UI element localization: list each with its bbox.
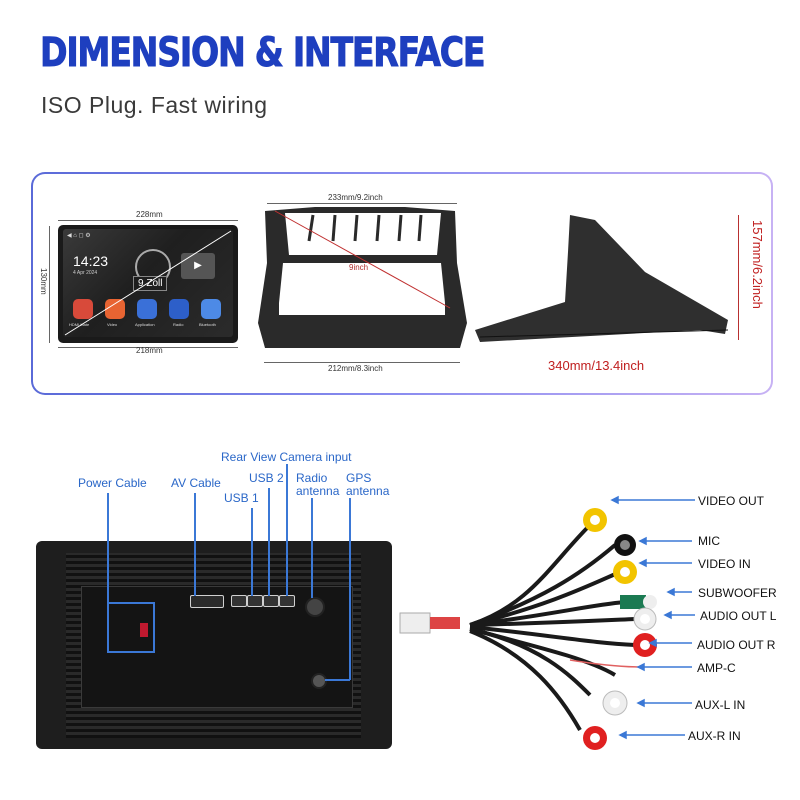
head-unit-screen: ◀ ⌂ ◻ ⚙ 14:23 4 Apr 2024 ▶ 9 Zoll HDMI M… — [58, 225, 238, 343]
usb1-label: USB 1 — [224, 491, 259, 505]
unit-width-top-label: 228mm — [136, 210, 163, 219]
usb2-port[interactable] — [263, 595, 279, 607]
rear-camera-label: Rear View Camera input — [221, 450, 352, 464]
clock-time: 14:23 — [73, 253, 109, 269]
cable-arrows — [610, 495, 695, 740]
unit-height-label: 130mm — [39, 268, 48, 295]
app-icon-bluetooth — [201, 299, 221, 319]
side-height-label: 157mm/6.2inch — [750, 220, 765, 309]
cable-label-video-out: VIDEO OUT — [698, 494, 765, 508]
unit-back-panel — [36, 541, 392, 749]
status-icons: ◀ ⌂ ◻ ⚙ — [67, 233, 91, 239]
aux-port[interactable] — [279, 595, 295, 607]
cable-label-audio-out-r: AUDIO OUT R — [697, 638, 776, 652]
cable-label-video-in: VIDEO IN — [698, 557, 751, 571]
app-label-radio: Radio — [173, 322, 184, 327]
frame-width-top-label: 233mm/9.2inch — [328, 193, 383, 202]
cable-label-subwoofer: SUBWOOFER — [698, 586, 777, 600]
dash-frame-shape — [258, 207, 467, 348]
power-cable-label: Power Cable — [78, 476, 147, 490]
usb1-port[interactable] — [231, 595, 247, 607]
cable-label-aux-r-in: AUX-R IN — [688, 729, 741, 743]
rear-camera-port[interactable] — [247, 595, 263, 607]
app-icon-radio — [169, 299, 189, 319]
rca-harness — [399, 508, 657, 750]
radio-antenna-port[interactable] — [305, 597, 325, 617]
media-widget: ▶ — [181, 253, 215, 279]
page-title: DIMENSION & INTERFACE — [40, 30, 486, 77]
app-label-bluetooth: Bluetooth — [199, 322, 216, 327]
power-connector-highlight — [107, 602, 155, 653]
cable-label-aux-l-in: AUX-L IN — [695, 698, 746, 712]
cable-label-amp-c: AMP-C — [697, 661, 736, 675]
unit-width-bottom-label: 218mm — [136, 346, 163, 355]
usb2-label: USB 2 — [249, 471, 284, 485]
app-icon-hdmi — [73, 299, 93, 319]
app-icon-application — [137, 299, 157, 319]
side-profile-shape — [475, 215, 729, 342]
cable-label-mic: MIC — [698, 534, 720, 548]
clock-date: 4 Apr 2024 — [73, 270, 98, 276]
av-cable-label: AV Cable — [171, 476, 221, 490]
app-label-video: Video — [107, 322, 118, 327]
app-label-application: Application — [135, 322, 155, 327]
app-icon-video — [105, 299, 125, 319]
diagonal-line — [64, 230, 232, 336]
cable-label-audio-out-l: AUDIO OUT L — [700, 609, 777, 623]
power-connector-block — [140, 623, 148, 637]
side-depth-label: 340mm/13.4inch — [548, 358, 645, 373]
gps-antenna-label: GPS antenna — [346, 471, 390, 498]
screen-display: ◀ ⌂ ◻ ⚙ 14:23 4 Apr 2024 ▶ 9 Zoll HDMI M… — [63, 229, 233, 337]
page-subtitle: ISO Plug. Fast wiring — [41, 92, 268, 118]
frame-diagonal-label: 9inch — [349, 263, 369, 272]
frame-width-bottom-label: 212mm/8.3inch — [328, 364, 383, 373]
gps-antenna-port[interactable] — [311, 673, 327, 689]
app-label-hdmi: HDMI Mate — [69, 322, 90, 327]
av-cable-port[interactable] — [190, 595, 224, 608]
radio-antenna-label: Radio antenna — [296, 471, 340, 498]
